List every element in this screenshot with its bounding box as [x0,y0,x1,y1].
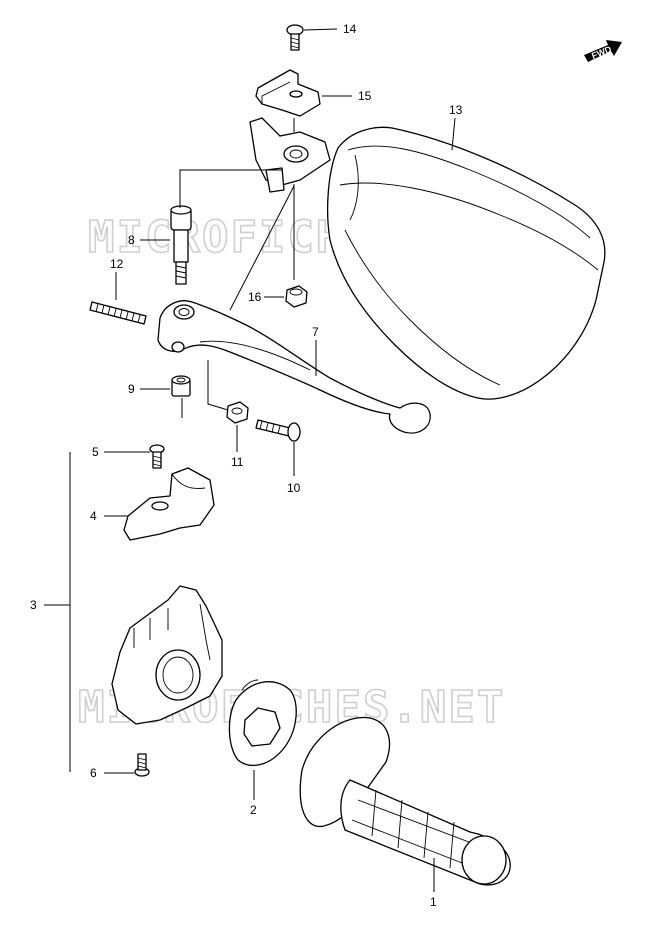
guard-mount-bracket [249,117,331,193]
callout-2: 2 [250,803,257,817]
callout-6: 6 [90,766,97,780]
callout-3: 3 [30,598,37,612]
part-1-grip [299,716,511,886]
callout-14: 14 [343,22,357,36]
part-12-adjuster-screw [89,301,147,325]
fwd-label: FWD [590,44,613,61]
part-6-screw [134,753,150,777]
callout-1: 1 [430,895,437,909]
part-7-lever [157,300,431,434]
part-5-screw [149,444,165,469]
part-15-clamp-plate [255,69,321,117]
part-16-nut [285,285,308,308]
callout-5: 5 [92,445,99,459]
callout-15: 15 [358,89,372,103]
fwd-arrow-icon: FWD [584,40,622,62]
callout-11: 11 [231,455,244,469]
part-13-hand-guard [326,126,606,400]
callout-4: 4 [90,509,97,523]
part-14-screw [286,24,304,51]
part-4-clamp [123,467,215,541]
part-3-switch-housing [111,585,223,725]
callout-12: 12 [110,257,124,271]
callout-10: 10 [287,481,301,495]
callout-9: 9 [128,382,135,396]
part-9-collar [171,375,191,397]
callout-8: 8 [128,233,135,247]
part-11-nut [226,401,249,424]
callout-13: 13 [449,103,463,117]
part-10-pivot-bolt [255,419,301,442]
part-2-throttle-ring [228,679,297,766]
part-8-bolt [170,205,192,285]
callout-numbers: 14 15 13 8 12 16 7 9 5 11 10 4 3 6 2 1 [30,22,463,909]
callout-16: 16 [248,290,262,304]
leader-lines [44,28,456,892]
callout-7: 7 [312,325,319,339]
